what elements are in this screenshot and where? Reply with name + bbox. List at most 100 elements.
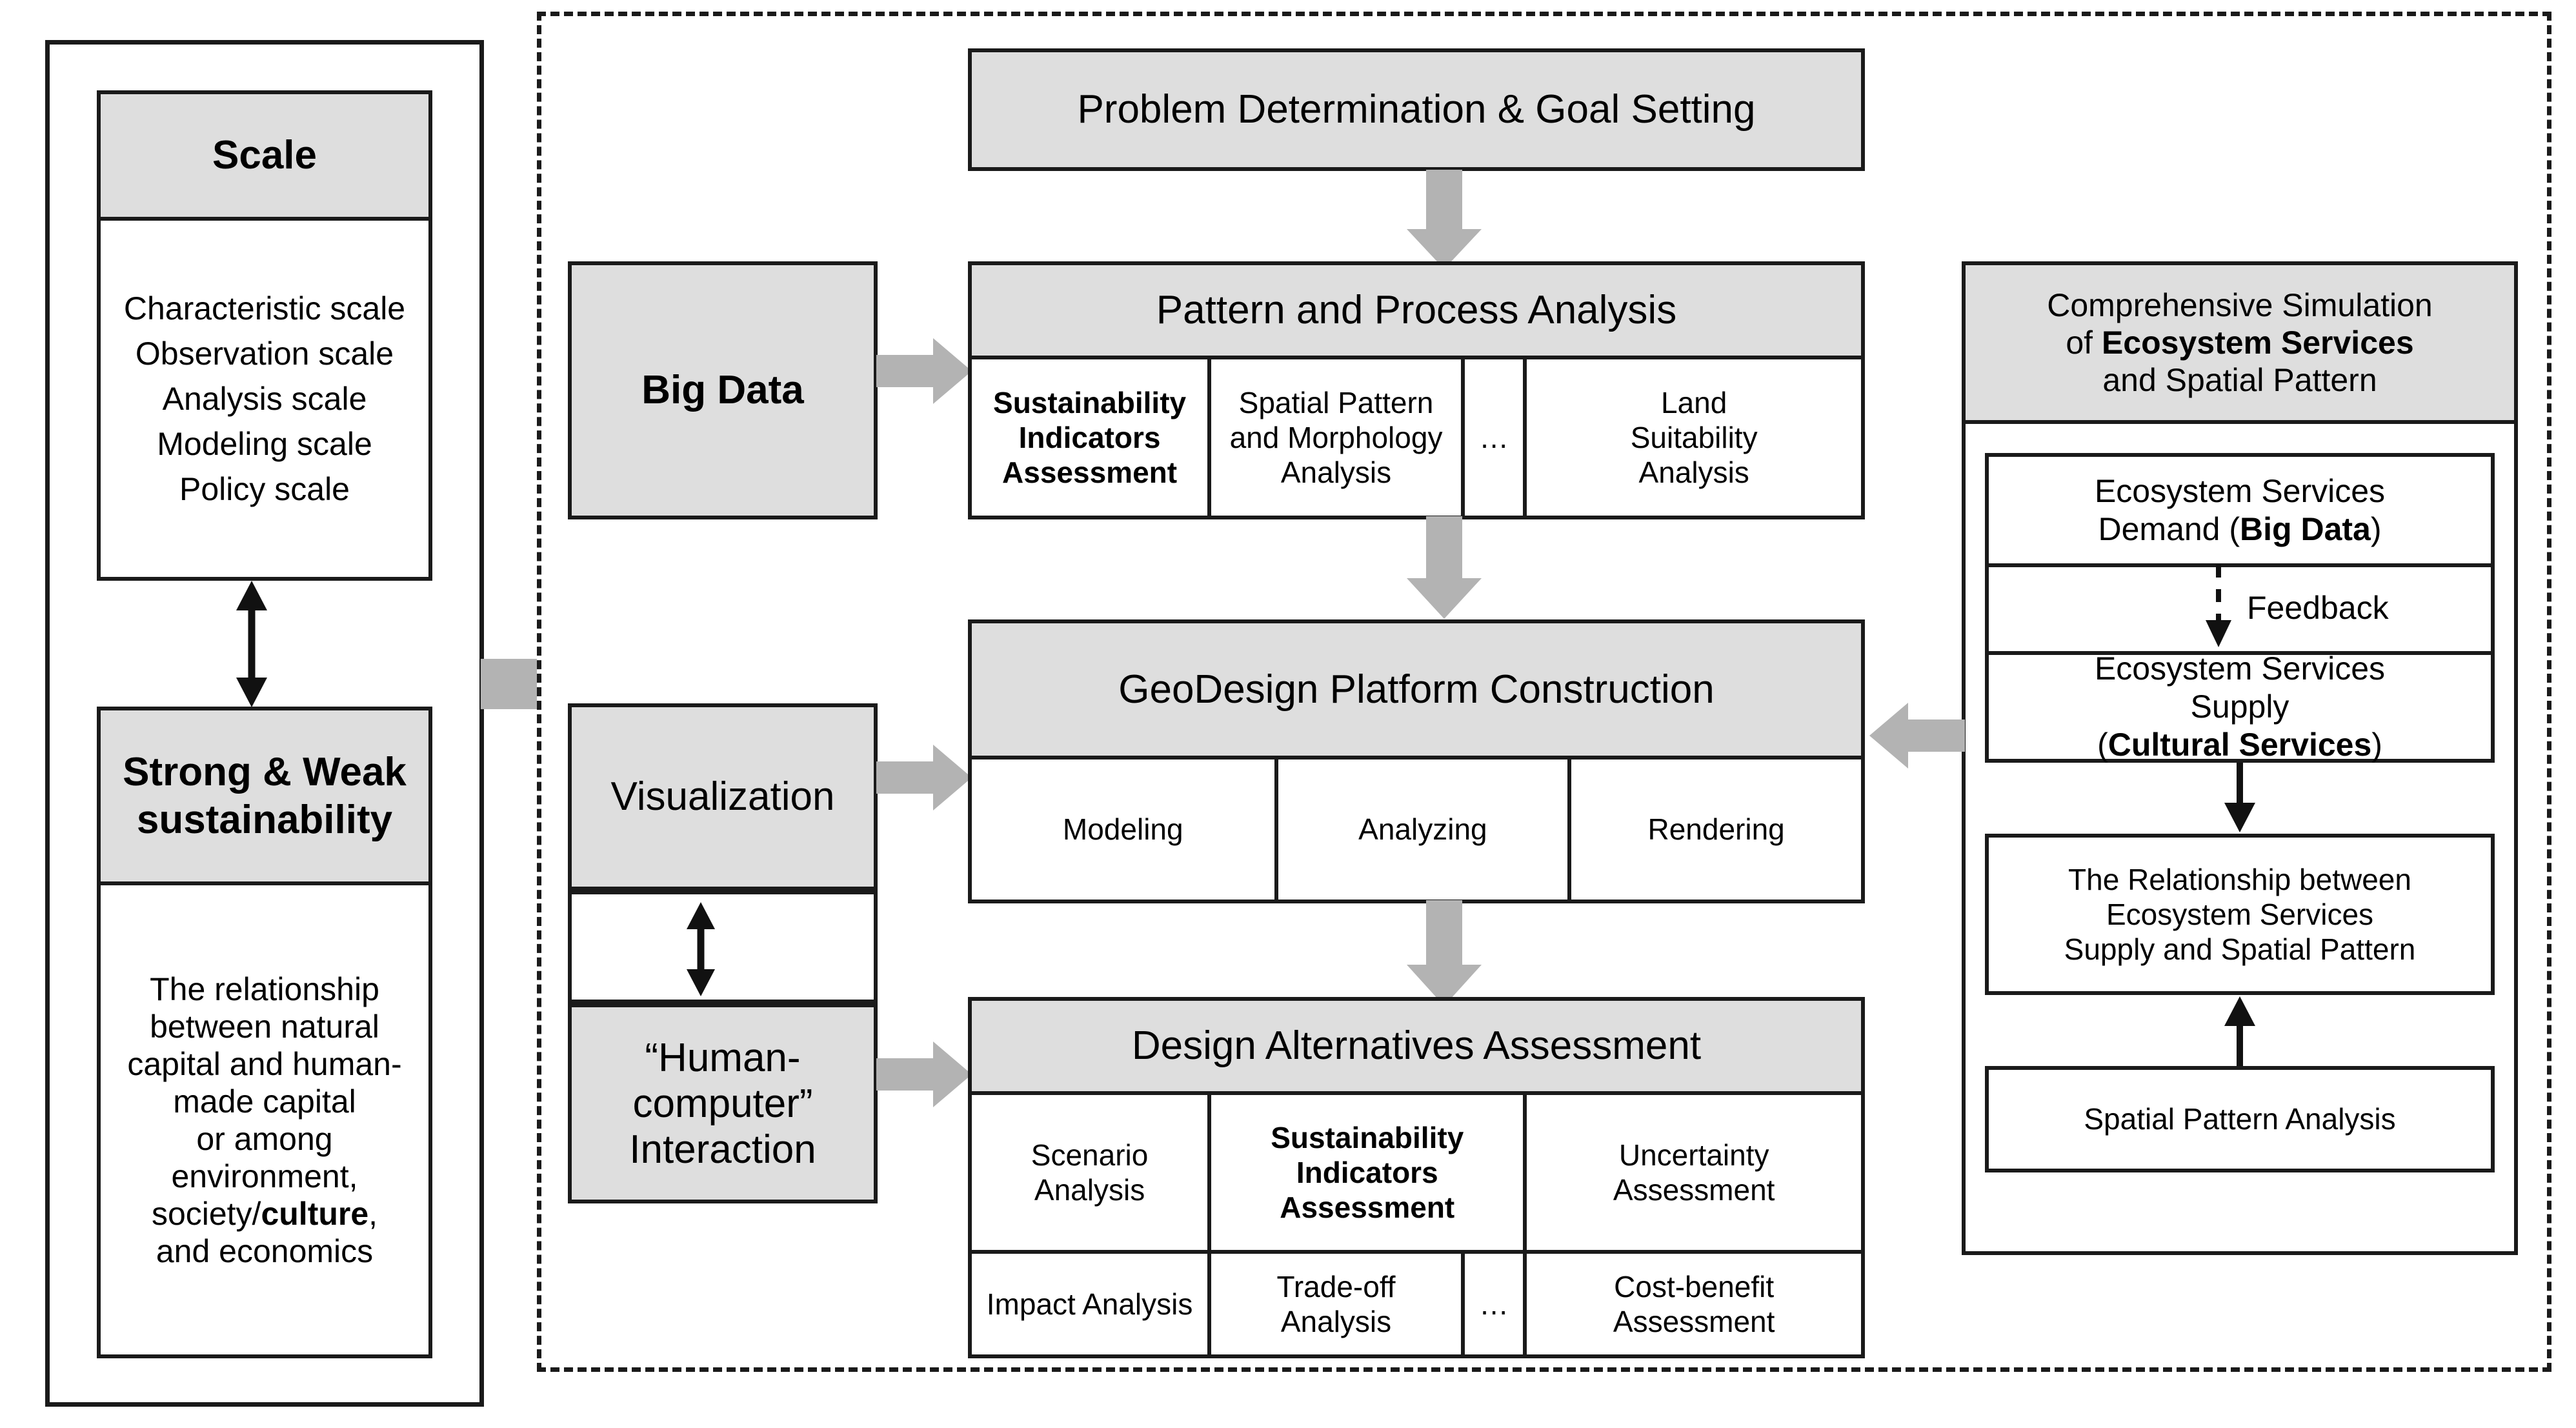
scale-item-policy: Policy scale bbox=[179, 471, 350, 507]
right-title-line-1: Comprehensive Simulation bbox=[2047, 287, 2433, 323]
design-cell-trade-off-analysis: Trade-off Analysis bbox=[1207, 1254, 1461, 1354]
design-cell-impact-analysis: Impact Analysis bbox=[986, 1287, 1193, 1321]
pattern-cell-land-suitability-analysis: Land Suitability Analysis bbox=[1523, 359, 1861, 516]
geodesign-cell-analyzing: Analyzing bbox=[1274, 759, 1568, 900]
sustainability-body-line-1: The relationship bbox=[150, 970, 379, 1007]
sustainability-card-body: The relationship between natural capital… bbox=[101, 885, 428, 1354]
problem-to-pattern-arrow-icon bbox=[1405, 170, 1483, 270]
cell-line-3: Assessment bbox=[1280, 1191, 1455, 1225]
cell-line-2: and Morphology bbox=[1229, 420, 1443, 454]
geodesign-cell-modeling: Modeling bbox=[1062, 812, 1183, 847]
cell-line-1: Land bbox=[1660, 385, 1727, 419]
pattern-to-geodesign-arrow-icon bbox=[1405, 516, 1483, 619]
sustainability-title-line-2: sustainability bbox=[136, 797, 393, 842]
pattern-process-analysis-box: Pattern and Process Analysis Sustainabil… bbox=[968, 261, 1865, 519]
feedback-arrow-icon bbox=[2199, 565, 2238, 649]
comprehensive-simulation-body: Ecosystem Services Demand (Big Data) Fee… bbox=[1966, 424, 2514, 1251]
design-cell-ellipsis: … bbox=[1460, 1254, 1523, 1354]
supply-line-2: Supply bbox=[2190, 689, 2289, 725]
visualization-to-geodesign-arrow-icon bbox=[876, 742, 973, 813]
demand-supply-group: Ecosystem Services Demand (Big Data) Fee… bbox=[1985, 453, 2495, 763]
cell-line-2: Indicators bbox=[1018, 420, 1161, 454]
sustainability-body-line-6: environment, bbox=[171, 1158, 358, 1194]
supply-line-3-bold: Cultural Services bbox=[2108, 727, 2372, 763]
pattern-process-cells: Sustainability Indicators Assessment Spa… bbox=[972, 359, 1861, 516]
big-data-box: Big Data bbox=[568, 261, 878, 519]
supply-line-3: (Cultural Services) bbox=[2097, 726, 2382, 764]
sustainability-body-line-7: society/culture, bbox=[152, 1195, 377, 1232]
cell-line-2: Assessment bbox=[1613, 1173, 1775, 1207]
cell-line-1: Cost-benefit bbox=[1614, 1269, 1775, 1303]
sustainability-body-line-7-text: society/culture, bbox=[151, 1195, 378, 1232]
supply-line-3-plain-b: ) bbox=[2371, 727, 2382, 763]
pattern-cell-sustainability-indicators-assessment: Sustainability Indicators Assessment bbox=[972, 359, 1207, 516]
scale-item-characteristic: Characteristic scale bbox=[123, 290, 406, 327]
pattern-cell-spatial-pattern-morphology-analysis: Spatial Pattern and Morphology Analysis bbox=[1207, 359, 1461, 516]
cell-line-1: Spatial Pattern bbox=[1238, 385, 1434, 419]
sustainability-body-line-4: made capital bbox=[173, 1083, 356, 1120]
scale-item-modeling: Modeling scale bbox=[157, 426, 372, 462]
scale-item-observation: Observation scale bbox=[135, 336, 394, 372]
scale-card-title: Scale bbox=[101, 94, 428, 221]
scale-sustainability-link-arrow-icon bbox=[213, 579, 290, 709]
demand-line-2-plain-b: ) bbox=[2370, 510, 2382, 547]
pattern-cell-ellipsis: … bbox=[1460, 359, 1523, 516]
comprehensive-simulation-title: Comprehensive Simulation of Ecosystem Se… bbox=[1966, 265, 2514, 424]
design-alternatives-row-2: Impact Analysis Trade-off Analysis … Cos… bbox=[972, 1254, 1861, 1354]
pattern-process-title: Pattern and Process Analysis bbox=[972, 265, 1861, 359]
cell-line-3: Analysis bbox=[1280, 456, 1392, 490]
geodesign-platform-box: GeoDesign Platform Construction Modeling… bbox=[968, 619, 1865, 903]
geodesign-cell-rendering: Rendering bbox=[1567, 759, 1861, 900]
hci-line-3: Interaction bbox=[629, 1127, 816, 1172]
cell-line-2: Analysis bbox=[1280, 1305, 1392, 1338]
design-alternatives-row-1: Scenario Analysis Sustainability Indicat… bbox=[972, 1095, 1861, 1254]
simulation-to-geodesign-arrow-icon bbox=[1868, 700, 1965, 771]
design-cell-uncertainty-assessment: Uncertainty Assessment bbox=[1523, 1095, 1861, 1250]
supply-to-relationship-arrow-icon bbox=[2220, 763, 2259, 834]
cell-line-1: Sustainability bbox=[1271, 1120, 1464, 1154]
cell-line-1: Trade-off bbox=[1276, 1269, 1396, 1303]
cell-line-3: Assessment bbox=[1002, 456, 1178, 490]
supply-line-1: Ecosystem Services bbox=[2094, 650, 2386, 687]
demand-line-2-plain-a: Demand ( bbox=[2098, 510, 2240, 547]
spatial-pattern-analysis-box: Spatial Pattern Analysis bbox=[1985, 1066, 2495, 1172]
hci-to-design-alternatives-arrow-icon bbox=[876, 1039, 973, 1110]
supply-line-3-plain-a: ( bbox=[2097, 727, 2108, 763]
scale-card: Scale Characteristic scale Observation s… bbox=[97, 90, 432, 581]
cell-line-2: Analysis bbox=[1034, 1173, 1145, 1207]
cell-line-1: Scenario bbox=[1031, 1138, 1149, 1172]
geodesign-title: GeoDesign Platform Construction bbox=[972, 623, 1861, 759]
visualization-hci-gap bbox=[568, 890, 878, 1003]
sustainability-body-line-8: and economics bbox=[156, 1232, 374, 1269]
cell-line-1: Uncertainty bbox=[1618, 1138, 1769, 1172]
geodesign-cells: Modeling Analyzing Rendering bbox=[972, 759, 1861, 900]
hci-line-1: “Human- bbox=[645, 1035, 801, 1080]
scale-item-analysis: Analysis scale bbox=[162, 381, 367, 417]
cell-line-3: Analysis bbox=[1638, 456, 1749, 490]
visualization-hci-link-arrow-icon bbox=[662, 901, 740, 998]
design-cell-scenario-analysis: Scenario Analysis bbox=[972, 1095, 1207, 1250]
comprehensive-simulation-panel: Comprehensive Simulation of Ecosystem Se… bbox=[1962, 261, 2518, 1255]
design-cell-sustainability-indicators-assessment: Sustainability Indicators Assessment bbox=[1207, 1095, 1523, 1250]
right-title-line-3: and Spatial Pattern bbox=[2102, 362, 2377, 398]
cell-line-2: Indicators bbox=[1296, 1155, 1438, 1189]
feedback-row: Feedback bbox=[1989, 565, 2491, 655]
sustainability-card-title: Strong & Weak sustainability bbox=[101, 710, 428, 885]
human-computer-interaction-box: “Human- computer” Interaction bbox=[568, 1003, 878, 1203]
sustainability-body-line-3: capital and human- bbox=[127, 1045, 402, 1082]
sustainability-title-line-1: Strong & Weak bbox=[123, 750, 407, 795]
feedback-label: Feedback bbox=[2247, 590, 2389, 626]
sustainability-culture-emphasis: culture bbox=[261, 1195, 369, 1232]
bigdata-to-pattern-arrow-icon bbox=[876, 336, 973, 407]
cell-line-1: Sustainability bbox=[993, 385, 1187, 419]
geodesign-to-design-alternatives-arrow-icon bbox=[1405, 900, 1483, 1007]
problem-determination-box: Problem Determination & Goal Setting bbox=[968, 48, 1865, 171]
design-alternatives-title: Design Alternatives Assessment bbox=[972, 1001, 1861, 1095]
ecosystem-services-demand-box: Ecosystem Services Demand (Big Data) bbox=[1989, 457, 2491, 567]
demand-line-2-bold: Big Data bbox=[2240, 510, 2371, 547]
relationship-line-3: Supply and Spatial Pattern bbox=[2064, 932, 2416, 967]
ecosystem-services-supply-box: Ecosystem Services Supply (Cultural Serv… bbox=[1989, 650, 2491, 763]
spatial-pattern-to-relationship-arrow-icon bbox=[2220, 995, 2259, 1066]
right-title-line-2-plain: of bbox=[2066, 325, 2102, 361]
